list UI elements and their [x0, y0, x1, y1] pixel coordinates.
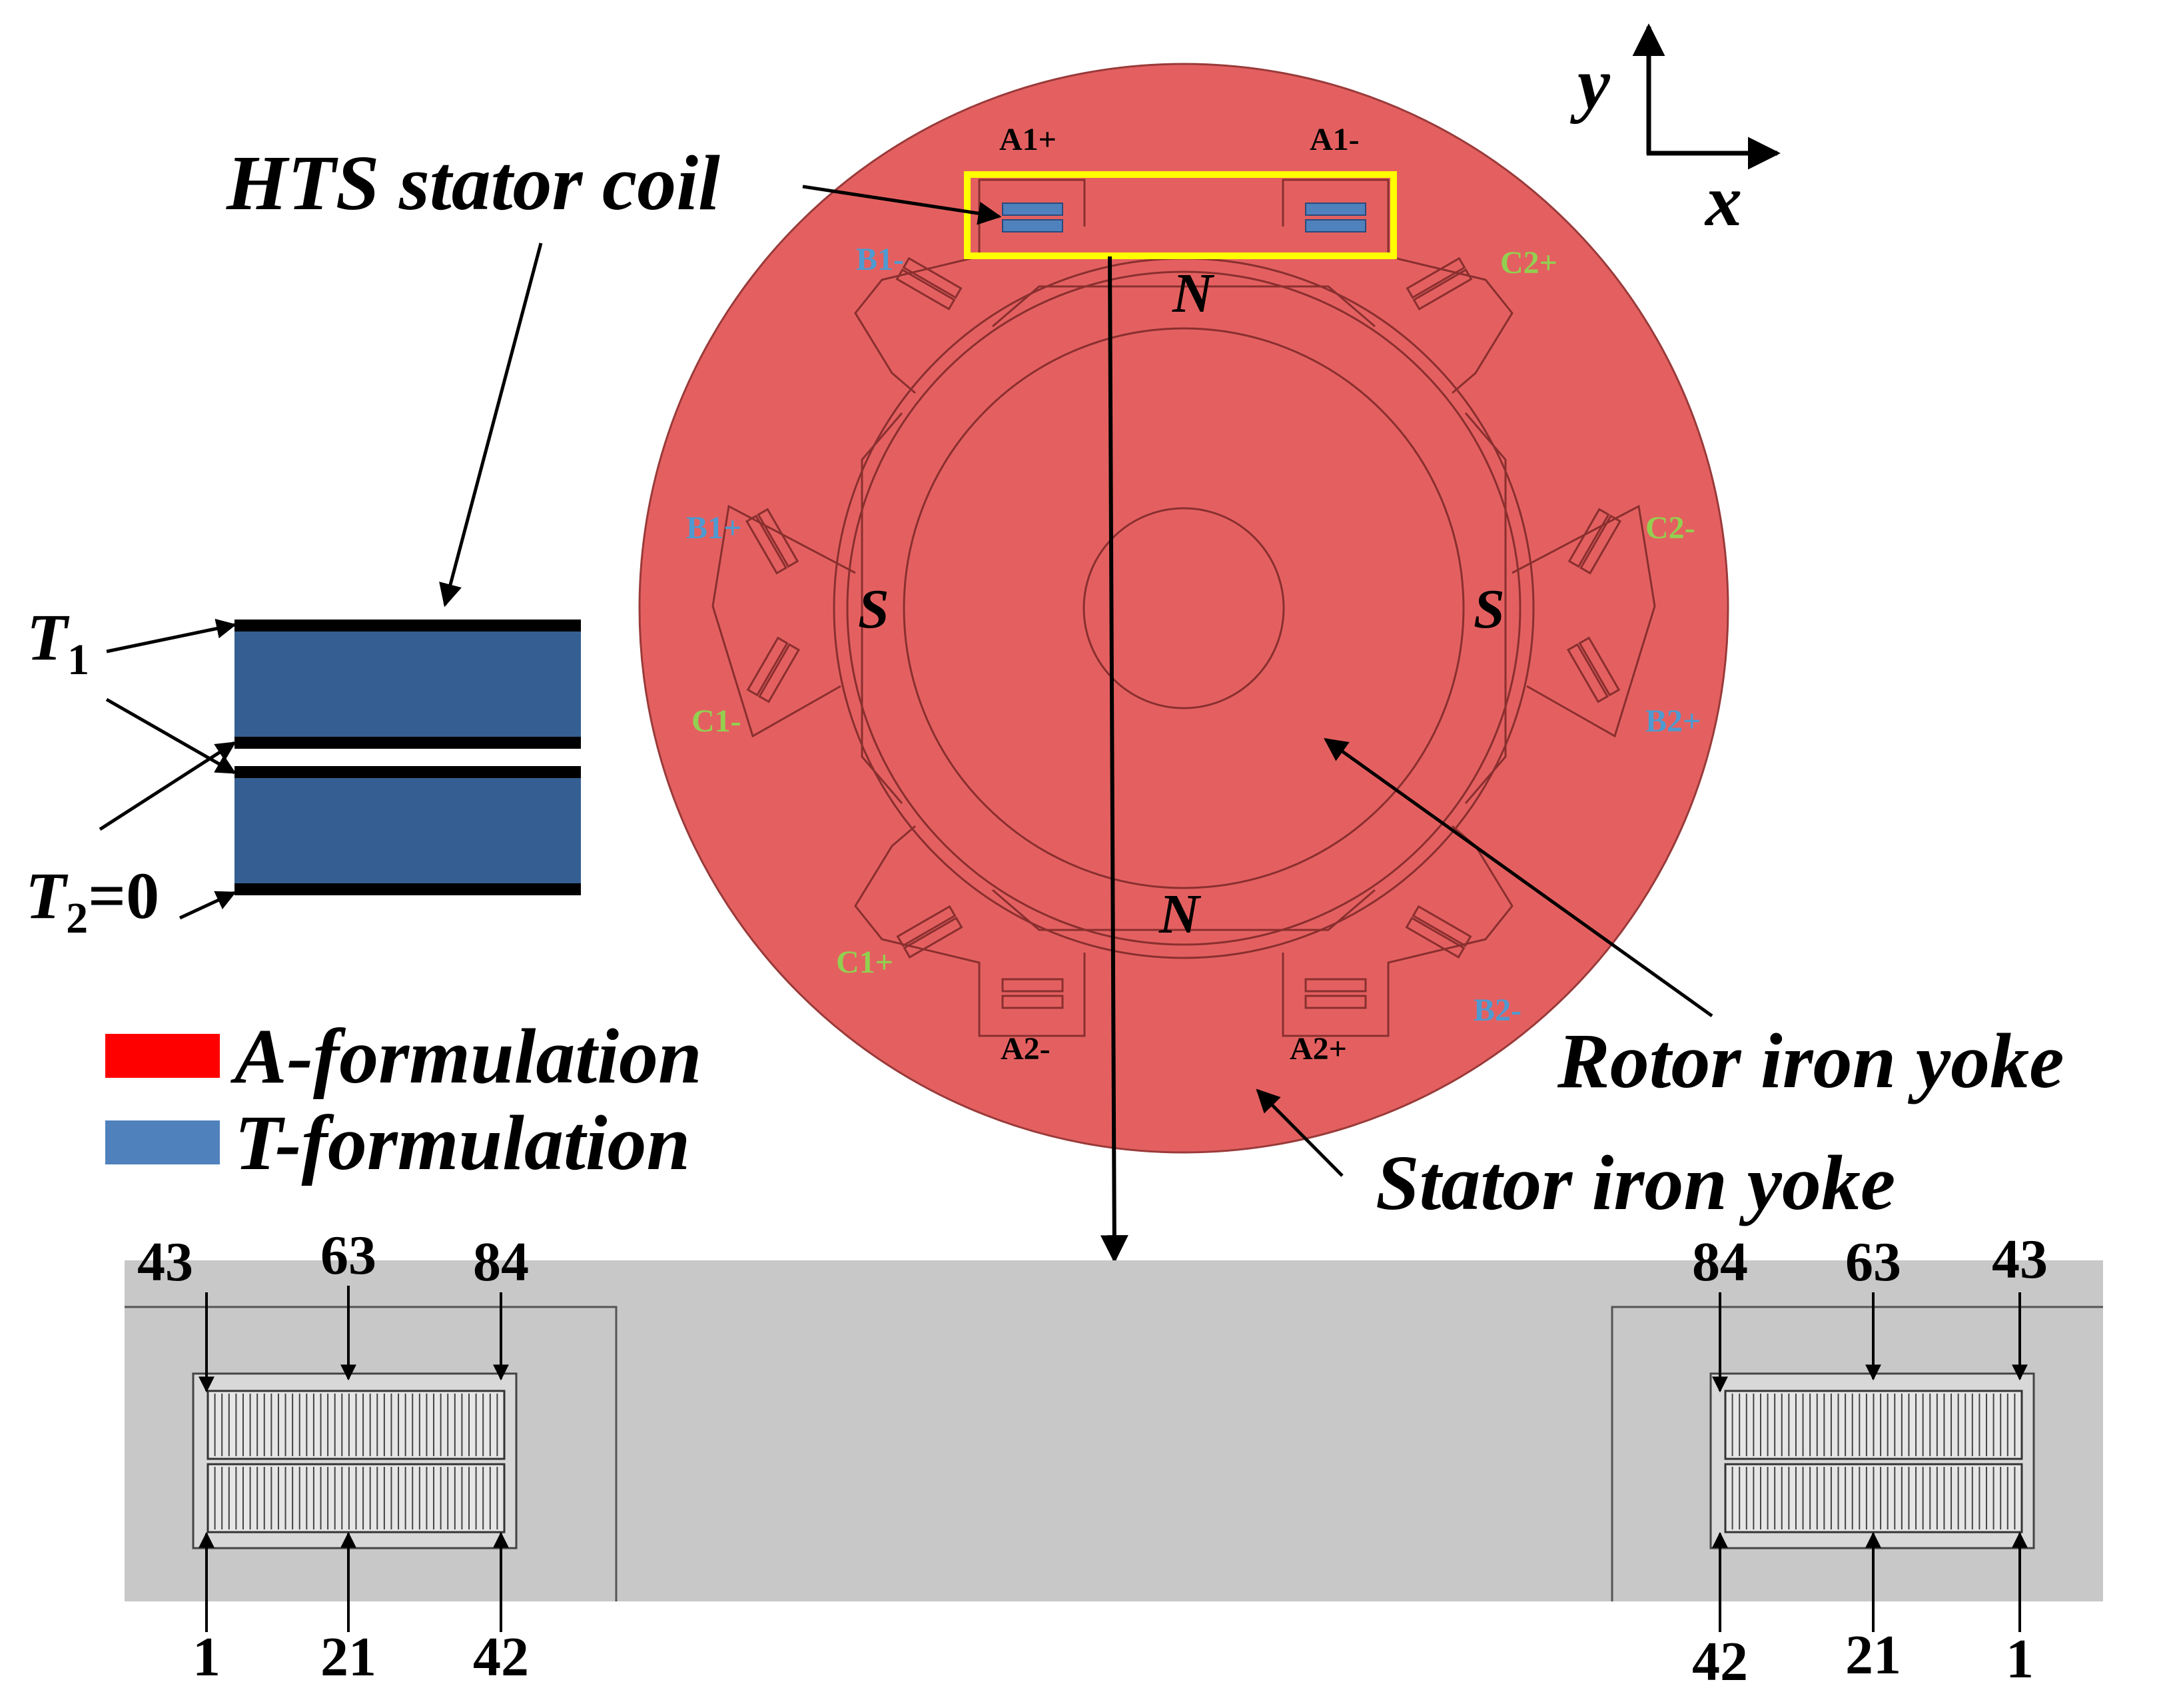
phase-label-c2-minus: C2-	[1645, 510, 1695, 546]
hts-coil-highlight-box	[964, 171, 1397, 259]
tape-number-left-top-3: 84	[473, 1231, 529, 1293]
edge-upper-bottom	[234, 737, 581, 749]
coil-a2-minus	[1001, 978, 1064, 1009]
tape-number-right-bottom-2: 21	[1845, 1624, 1901, 1686]
phase-label-c1-plus: C1+	[836, 945, 893, 980]
tape-number-right-top-1: 84	[1692, 1231, 1748, 1293]
coordinate-axes: y x	[1569, 23, 1781, 241]
phase-label-a1-plus: A1+	[999, 122, 1057, 157]
tape-stack-right-upper	[1724, 1390, 2023, 1460]
rotor-pole-right	[1464, 412, 1507, 804]
phase-label-a2-plus: A2+	[1290, 1031, 1347, 1067]
tape-lower	[234, 767, 581, 894]
legend-label-a: A-formulation	[230, 1013, 702, 1100]
tape-stack-left-upper	[207, 1390, 506, 1460]
stator-iron-yoke-label: Stator iron yoke	[1376, 1139, 1895, 1226]
pole-label-n-bottom: N	[1158, 883, 1202, 945]
hts-stator-coil-label: HTS stator coil	[226, 139, 720, 226]
t1-pointer-lower	[105, 697, 236, 775]
tape-number-left-top-2: 63	[320, 1224, 376, 1286]
stator-iron-disc	[638, 63, 1729, 1154]
airgap-inner-ring	[846, 270, 1521, 946]
rotor-yoke-pointer	[1324, 737, 1713, 1018]
coil-c2-minus	[1567, 508, 1622, 575]
x-axis-label: x	[1704, 160, 1742, 241]
coil-a1-minus	[1305, 203, 1366, 232]
hts-coil-pointer-to-inset	[439, 242, 543, 608]
detail-coil-right	[1709, 1372, 2035, 1549]
tape-number-right-bottom-3: 1	[2006, 1628, 2034, 1690]
coil-b1-minus	[895, 256, 963, 311]
t1-subscript: 1	[67, 636, 89, 684]
t2-subscript: 2	[66, 894, 88, 943]
t-formulation-inset: T1 T2=0	[25, 600, 581, 943]
legend-label-t: T-formulation	[234, 1099, 690, 1186]
t2-label: T2=0	[25, 859, 159, 943]
tape-stack-left-lower	[207, 1463, 506, 1533]
coil-c1-plus	[896, 905, 963, 959]
shaft-outline	[1083, 507, 1285, 709]
tape-stack-right-lower	[1724, 1463, 2023, 1533]
machine-cross-section: N N S S A1+ A1- A2- A2+ B1- C2+ B1+ C2- …	[638, 63, 1729, 1154]
rotor-yoke-outline	[903, 327, 1465, 889]
tape-upper	[234, 621, 581, 747]
tape-number-left-top-1: 43	[137, 1231, 193, 1293]
coil-a1-plus	[1002, 203, 1063, 232]
phase-label-b1-minus: B1-	[856, 242, 904, 277]
coil-b2-minus	[1405, 905, 1472, 959]
edge-lower-bottom	[234, 883, 581, 895]
detail-coil-left	[192, 1372, 518, 1549]
phase-label-b1-plus: B1+	[686, 510, 741, 546]
t2-pointer-upper	[99, 741, 236, 831]
tape-number-right-top-3: 43	[1992, 1228, 2048, 1290]
pole-label-s-left: S	[858, 578, 889, 640]
coil-c2-plus	[1406, 256, 1473, 311]
phase-label-c1-minus: C1-	[691, 703, 741, 739]
zoom-pointer-to-detail	[1100, 256, 1128, 1264]
legend-swatch-t	[105, 1120, 220, 1164]
t1-pointer-upper	[106, 618, 236, 653]
tape-number-left-bottom-2: 21	[320, 1626, 376, 1688]
t2-pointer-lower	[179, 891, 236, 920]
tape-number-left-bottom-1: 1	[193, 1626, 220, 1688]
tape-number-right-top-2: 63	[1845, 1231, 1901, 1293]
phase-label-b2-minus: B2-	[1474, 993, 1521, 1028]
rotor-pole-left	[861, 412, 903, 804]
coil-b1-plus	[745, 508, 799, 575]
edge-upper-top	[234, 620, 581, 632]
phase-label-c2-plus: C2+	[1500, 245, 1557, 280]
legend-swatch-a	[105, 1034, 220, 1078]
tape-number-left-bottom-3: 42	[473, 1626, 529, 1688]
phase-label-a2-minus: A2-	[1001, 1031, 1051, 1067]
pole-label-n-top: N	[1172, 262, 1215, 324]
t2-main: T	[25, 859, 69, 933]
legend: A-formulation T-formulation	[105, 1013, 702, 1186]
rotor-pole-bottom	[992, 889, 1376, 931]
pole-label-s-right: S	[1474, 578, 1505, 640]
rotor-pole-top	[992, 285, 1376, 328]
coil-b2-plus	[1566, 636, 1621, 703]
t2-equals: =0	[88, 859, 159, 933]
phase-label-a1-minus: A1-	[1310, 122, 1360, 157]
edge-lower-top	[234, 766, 581, 778]
coil-a2-plus	[1304, 978, 1367, 1009]
rotor-iron-yoke-label: Rotor iron yoke	[1557, 1017, 2064, 1104]
slot-detail-view: 43 63 84 1 21 42 84 63 43 42 21 1	[125, 1224, 2103, 1693]
stator-slot-outline	[711, 179, 1656, 1037]
t1-label: T1	[27, 600, 89, 684]
stator-yoke-pointer	[1256, 1088, 1344, 1177]
y-axis-label: y	[1569, 43, 1611, 124]
detail-slot-left	[125, 1306, 618, 1601]
hts-coil-pointer-to-coil	[802, 185, 1002, 225]
coil-c1-minus	[746, 636, 801, 703]
tape-number-right-bottom-1: 42	[1692, 1631, 1748, 1693]
phase-label-b2-plus: B2+	[1645, 703, 1701, 739]
detail-slot-right	[1611, 1306, 2103, 1601]
t1-main: T	[27, 600, 70, 674]
